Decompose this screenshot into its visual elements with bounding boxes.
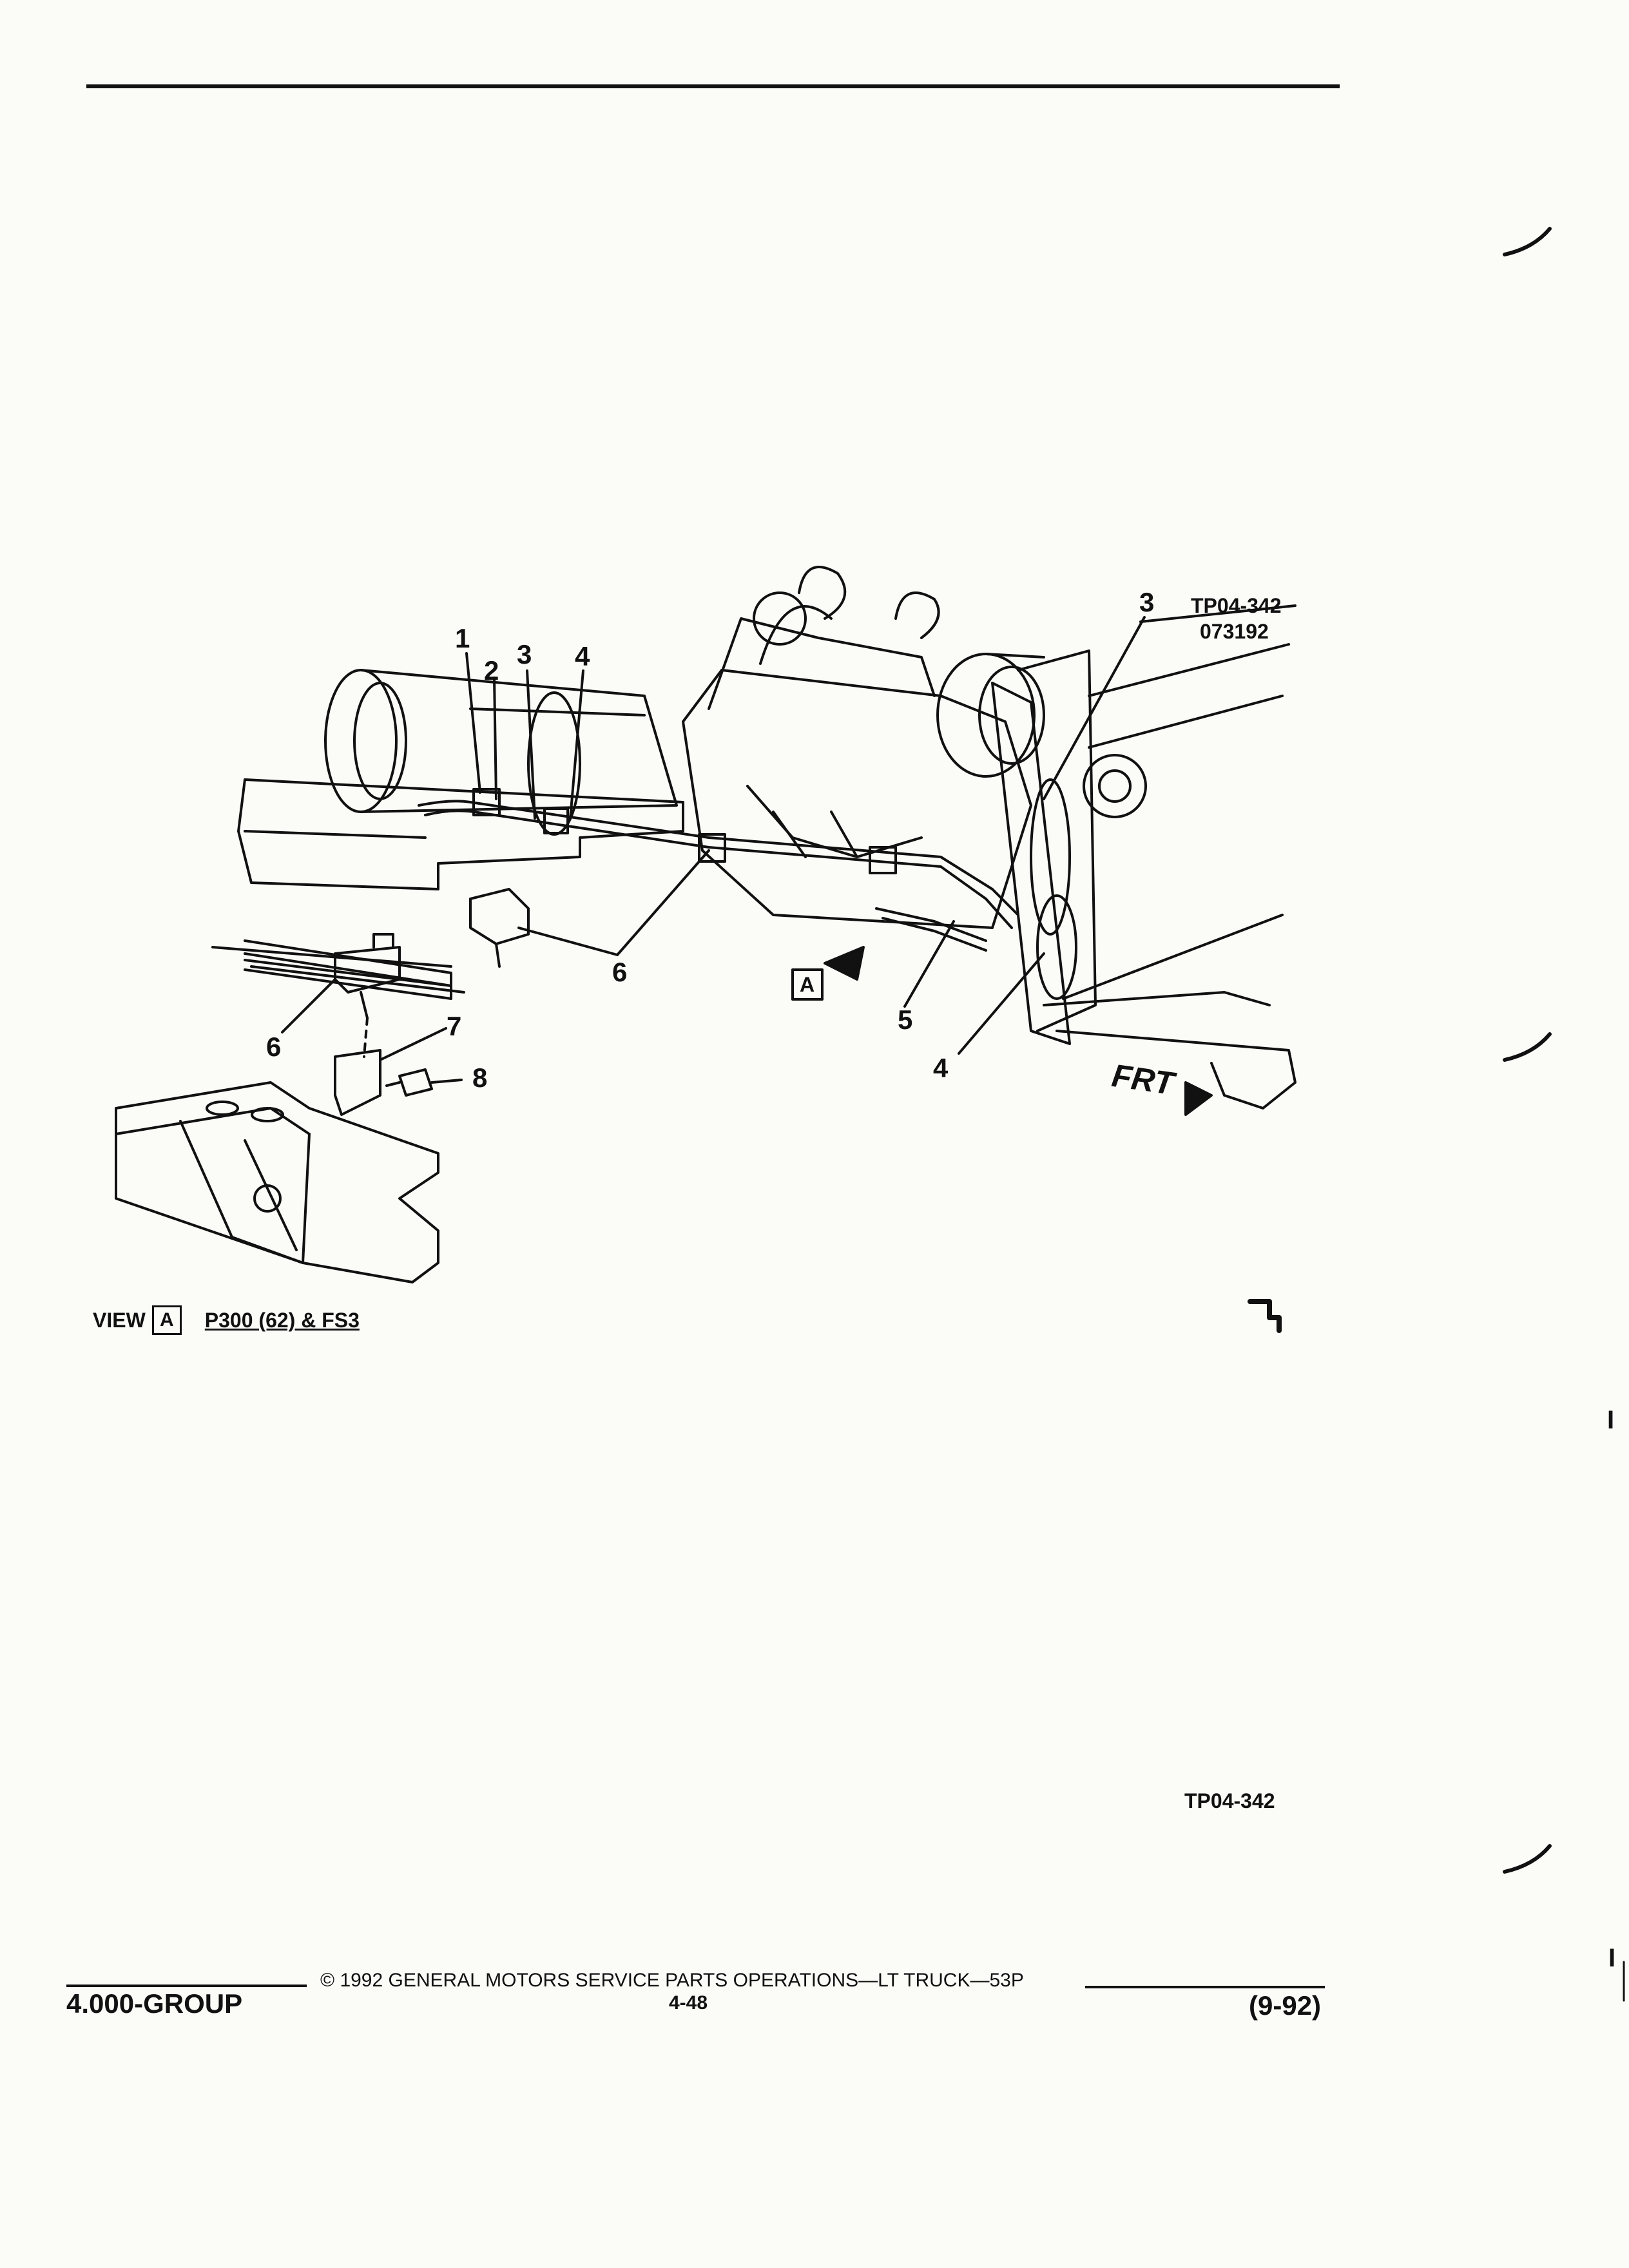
- callout-7: 7: [447, 1011, 462, 1041]
- drawing-date-code: 073192: [1200, 620, 1269, 643]
- callout-4-right: 4: [933, 1053, 949, 1083]
- group-label: 4.000-GROUP: [66, 1988, 243, 2019]
- footer-rule-left: [66, 1984, 307, 1987]
- margin-mark-2: I: [1608, 1944, 1616, 1972]
- callout-3-left: 3: [517, 639, 532, 669]
- callout-6-detail: 6: [266, 1032, 282, 1062]
- footer-rule-right: [1085, 1986, 1325, 1988]
- callout-1: 1: [455, 623, 470, 653]
- callout-6-main: 6: [612, 957, 628, 987]
- view-caption: VIEW A P300 (62) & FS3: [93, 1305, 360, 1335]
- revision-label: (9-92): [1249, 1990, 1322, 2021]
- view-prefix: VIEW: [93, 1309, 146, 1332]
- callout-3-right: 3: [1139, 587, 1155, 617]
- margin-mark-1: I: [1607, 1406, 1615, 1434]
- callout-2: 2: [484, 655, 499, 686]
- view-letter-box: A: [151, 1305, 182, 1335]
- callout-5: 5: [898, 1004, 913, 1035]
- callout-4-left: 4: [575, 641, 590, 671]
- drawing-id: TP04-342: [1191, 594, 1282, 617]
- top-rule: [86, 84, 1340, 88]
- page-number: 4-48: [669, 1992, 708, 2013]
- callout-8: 8: [472, 1062, 488, 1093]
- view-caption-text: P300 (62) & FS3: [204, 1309, 360, 1332]
- view-a-marker: A: [800, 973, 815, 996]
- footer-copyright: © 1992 GENERAL MOTORS SERVICE PARTS OPER…: [320, 1970, 1024, 1991]
- bottom-drawing-id: TP04-342: [1184, 1789, 1275, 1812]
